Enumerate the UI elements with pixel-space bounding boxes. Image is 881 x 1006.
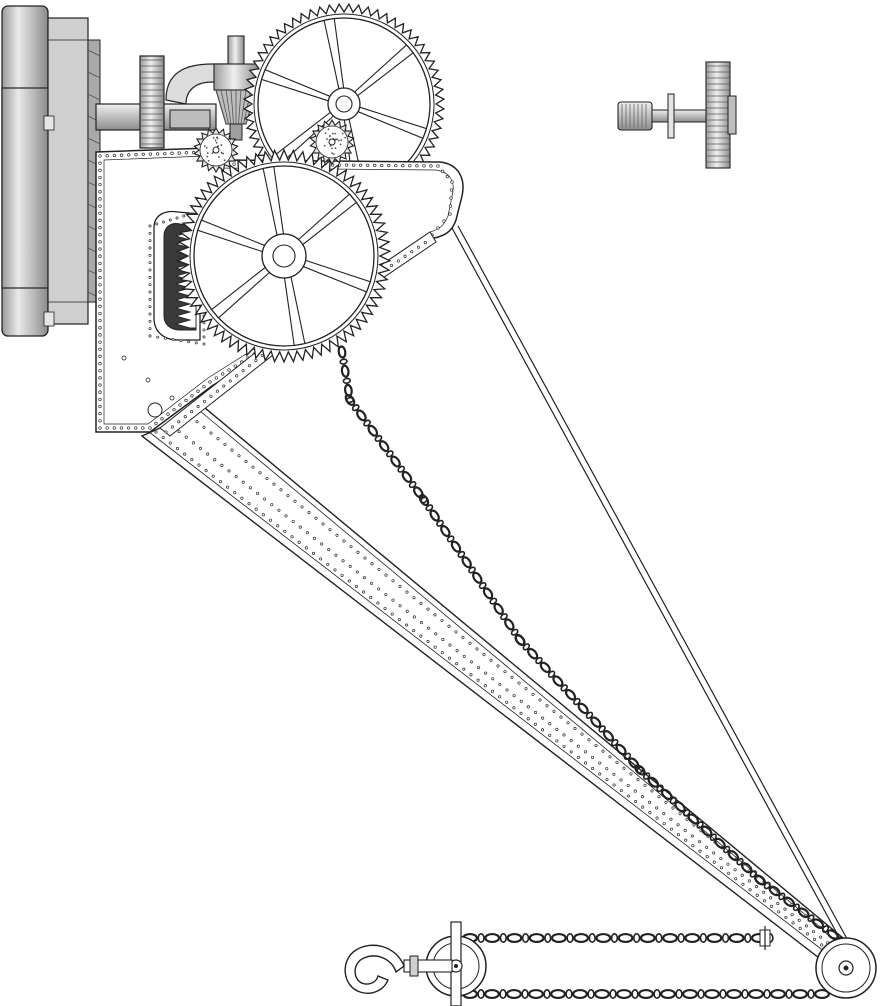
flywheel-drum (2, 6, 100, 336)
small-spur-gear-left (140, 56, 164, 148)
detached-gear-shaft-detail (618, 62, 736, 168)
jib-pulley (816, 938, 876, 998)
tie-rod (452, 226, 852, 950)
jib-arm (142, 408, 855, 968)
lifting-hook (345, 945, 404, 993)
